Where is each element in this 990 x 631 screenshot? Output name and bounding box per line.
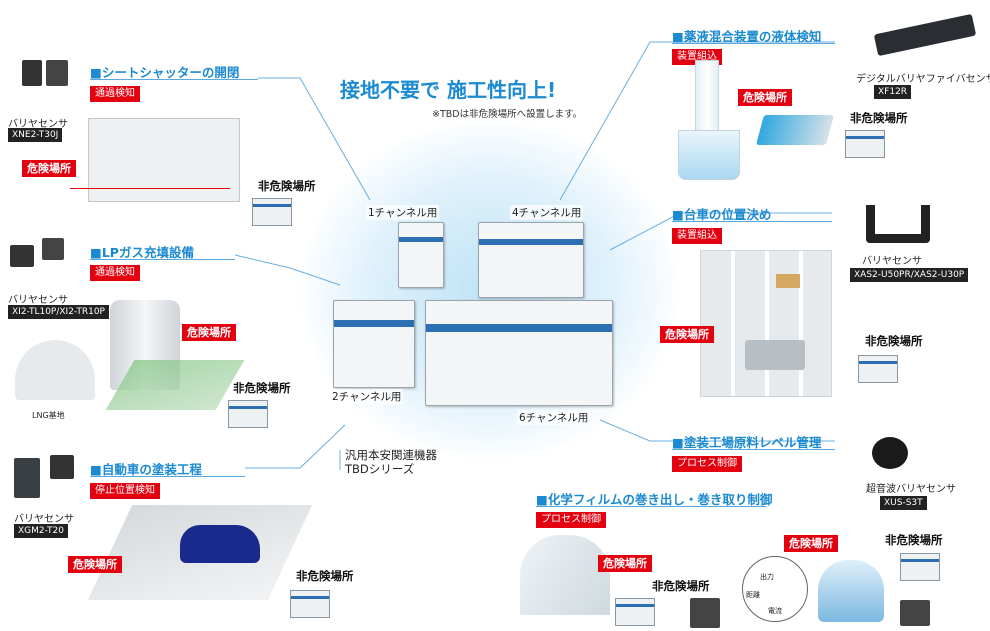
lpgas-safe: 非危険場所 [233, 381, 291, 395]
film-tag: プロセス制御 [536, 512, 606, 528]
beaker [678, 130, 740, 180]
film-danger: 危険場所 [598, 555, 652, 572]
sensor-icon [22, 60, 42, 86]
connector-cart [609, 212, 832, 251]
paint-car-safe: 非危険場所 [296, 569, 354, 583]
paint-car-title: ■自動車の塗装工程 [90, 462, 202, 477]
shutter-safe: 非危険場所 [258, 179, 316, 193]
paint-car-danger: 危険場所 [68, 556, 122, 573]
connector-paint-car [245, 424, 346, 469]
tbd-mini-unit [228, 400, 268, 428]
tbd-mini-unit [615, 598, 655, 626]
label-4ch: 4チャンネル用 [510, 205, 584, 220]
film-safe: 非危険場所 [652, 579, 710, 593]
graph-dist-label: 距離 [746, 591, 760, 599]
tbd-4ch-unit [478, 222, 584, 298]
paint-level-model: XUS-S3T [880, 496, 927, 510]
film-roll [520, 535, 610, 615]
shutter-model: XNE2-T30J [8, 128, 63, 142]
lpgas-model: XI2-TL10P/XI2-TR10P [8, 305, 109, 319]
shutter-tag: 通過検知 [90, 86, 140, 102]
graph-circle [742, 556, 808, 622]
tbd-6ch-unit [425, 300, 613, 406]
paint-level-tag: プロセス制御 [672, 456, 742, 472]
meter-unit [900, 600, 930, 626]
series-line2: TBDシリーズ [345, 462, 415, 476]
lng-label: LNG基地 [32, 411, 65, 420]
paint-level-title: ■塗装工場原料レベル管理 [672, 435, 822, 450]
connector-paint-level [599, 419, 835, 442]
lpgas-danger: 危険場所 [182, 324, 236, 341]
lng-tank [15, 340, 95, 400]
series-label: 汎用本安関連機器 TBDシリーズ [345, 448, 437, 476]
paint-level-danger: 危険場所 [784, 535, 838, 552]
note: ※TBDは非危険場所へ設置します。 [432, 109, 583, 120]
cart-body [745, 340, 805, 370]
chem-safe: 非危険場所 [850, 111, 908, 125]
shutter-title: ■シートシャッターの開閉 [90, 65, 240, 80]
cart-box [776, 274, 800, 288]
paint-level-safe: 非危険場所 [885, 533, 943, 547]
graph-current-label: 電流 [768, 607, 782, 615]
paint-level-sensor-label: 超音波バリヤセンサ [866, 484, 956, 495]
paint-tank [818, 560, 884, 622]
label-1ch: 1チャンネル用 [366, 205, 440, 220]
sensor-icon [46, 60, 68, 86]
sensor-icon [14, 458, 40, 498]
connector-lpgas [234, 254, 341, 286]
rack [700, 250, 832, 397]
chem-sensor-label: デジタルバリヤファイバセンサ [856, 74, 990, 85]
cart-sensor-label: バリヤセンサ [862, 256, 922, 267]
lpgas-title: ■LPガス充填設備 [90, 245, 194, 260]
connector-shutter [258, 77, 371, 201]
series-line1: 汎用本安関連機器 [345, 448, 437, 462]
label-6ch: 6チャンネル用 [517, 410, 591, 425]
connector-chem [559, 41, 835, 201]
shutter-sensor-label: バリヤセンサ [8, 119, 68, 130]
u-sensor [866, 205, 930, 243]
chem-model: XF12R [874, 85, 912, 99]
tbd-mini-unit [900, 553, 940, 581]
fiber-amp [755, 115, 835, 145]
tbd-2ch-unit [333, 300, 415, 388]
label-2ch: 2チャンネル用 [330, 389, 404, 404]
sensor-icon [10, 245, 34, 267]
tbd-mini-unit [858, 355, 898, 383]
tbd-mini-unit [845, 130, 885, 158]
tbd-1ch-unit [398, 222, 444, 288]
shutter-danger: 危険場所 [22, 160, 76, 177]
ultrasonic-sensor [872, 437, 908, 469]
lpgas-sensor-label: バリヤセンサ [8, 295, 68, 306]
cart-safe: 非危険場所 [865, 334, 923, 348]
film-title: ■化学フィルムの巻き出し・巻き取り制御 [536, 492, 773, 507]
car-body [180, 525, 260, 563]
cart-danger: 危険場所 [660, 326, 714, 343]
paint-car-tag: 停止位置検知 [90, 483, 160, 499]
chem-title: ■薬液混合装置の液体検知 [672, 29, 822, 44]
shutter-illustration [88, 118, 240, 202]
meter-unit [690, 598, 720, 628]
graph-out-label: 出力 [760, 573, 774, 581]
paint-car-model: XGM2-T20 [14, 524, 69, 538]
sensor-icon [50, 455, 74, 479]
tbd-mini-unit [252, 198, 292, 226]
beam-line [70, 188, 230, 189]
headline: 接地不要で 施工性向上! [340, 78, 557, 102]
tbd-mini-unit [290, 590, 330, 618]
cart-title: ■台車の位置決め [672, 207, 772, 222]
cart-tag: 装置組込 [672, 228, 722, 244]
cart-model: XAS2-U50PR/XAS2-U30P [850, 268, 969, 282]
chem-danger: 危険場所 [738, 89, 792, 106]
lpgas-tag: 通過検知 [90, 265, 140, 281]
sensor-icon [42, 238, 64, 260]
paint-car-sensor-label: バリヤセンサ [14, 514, 74, 525]
